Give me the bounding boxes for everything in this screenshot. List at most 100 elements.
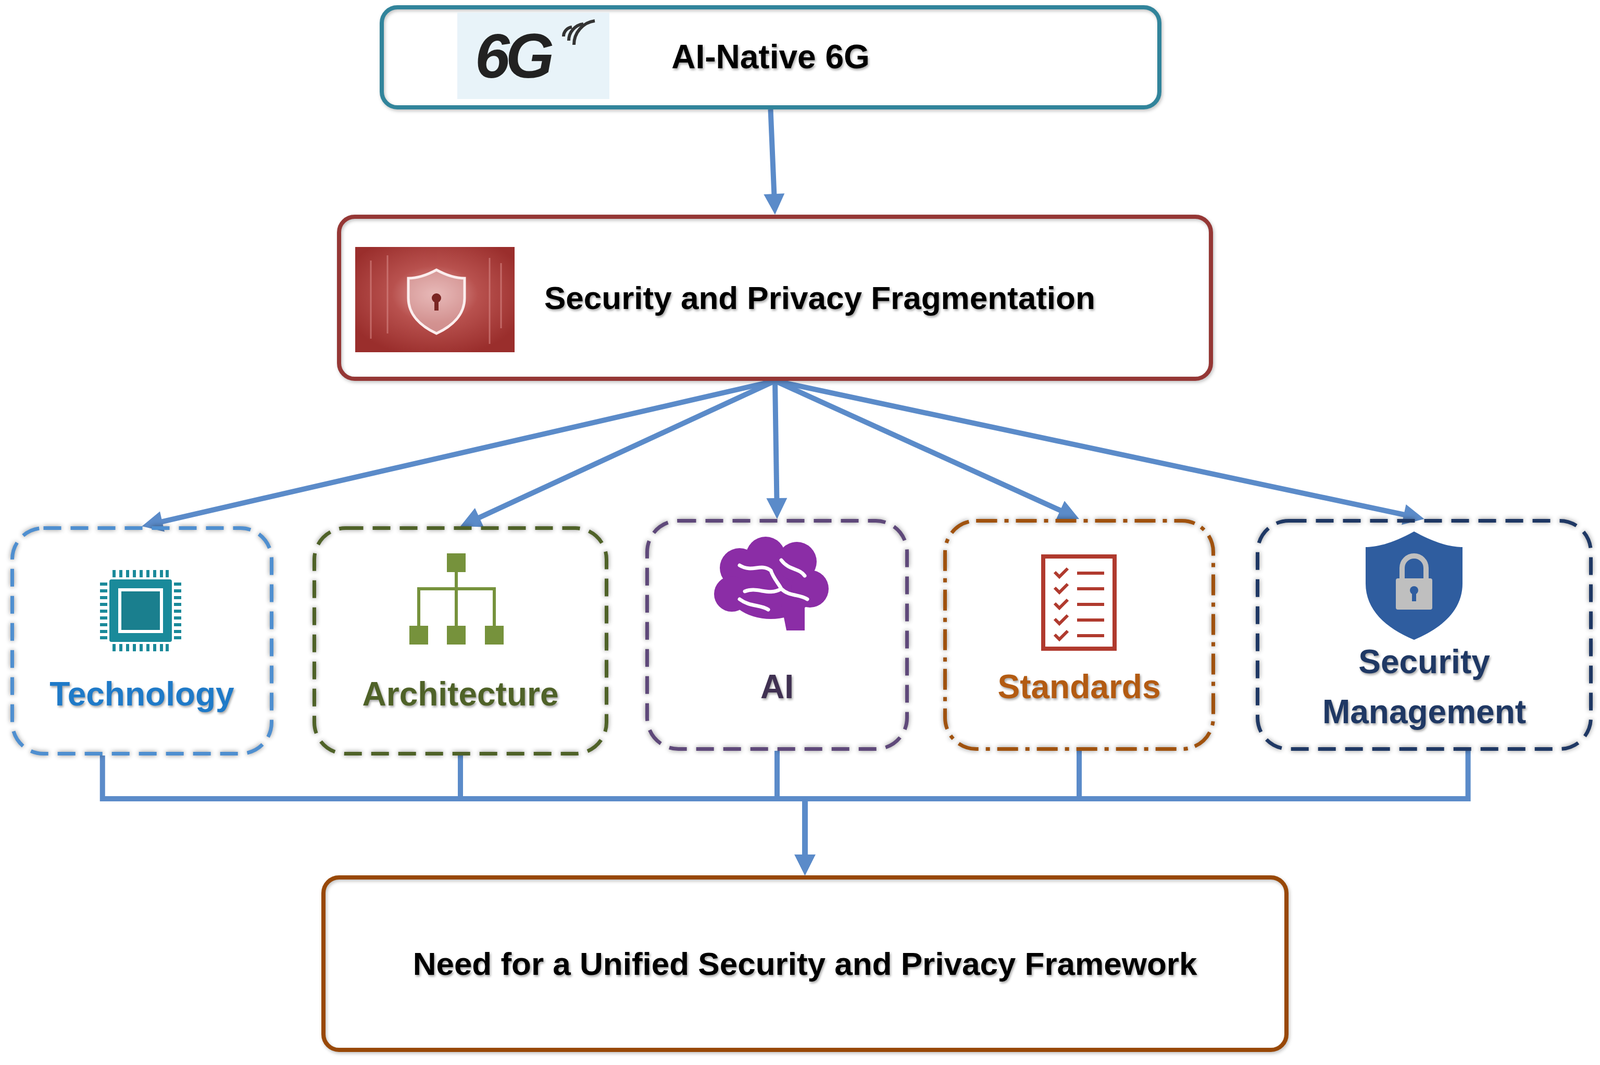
connector-arrow [775, 380, 1080, 520]
brain-shape [791, 569, 829, 608]
box-border [381, 7, 1160, 108]
chip-pin [119, 569, 123, 578]
box-border [945, 520, 1214, 749]
chip-pin [132, 569, 136, 578]
connector-line [775, 380, 778, 504]
connector-line [805, 750, 1469, 860]
chip-pin [112, 643, 116, 652]
chip-pin [146, 569, 150, 578]
chip-pins [100, 569, 182, 652]
arrow-head [794, 854, 816, 875]
box-border [323, 877, 1287, 1050]
security-image [355, 246, 515, 353]
chip-pin [100, 622, 108, 627]
arrow-head [1055, 500, 1080, 520]
node-label: Standards [997, 667, 1161, 707]
chip-pin [173, 589, 182, 593]
chip-pin [100, 629, 108, 633]
connector-line [770, 109, 775, 199]
signal-arc [563, 27, 572, 37]
chip-pin [100, 635, 108, 640]
hierarchy-box [484, 625, 504, 645]
process-box: Need for a Unified Security and Privacy … [321, 875, 1289, 1052]
connector-arrow [766, 380, 787, 519]
process-box: AI-Native 6G [379, 5, 1162, 110]
category-box: Standards [943, 518, 1216, 751]
brain-stem [781, 604, 805, 631]
connector-line [460, 755, 806, 860]
node-label: Security Management [1294, 636, 1555, 737]
connector-line [777, 750, 806, 860]
connector-line [775, 380, 1066, 513]
shield-lock-icon [1365, 531, 1463, 640]
chip-pin [139, 643, 143, 652]
arrow-head [794, 854, 816, 875]
arrow-head [763, 193, 785, 215]
box-border [12, 528, 272, 754]
lock-shackle [1402, 555, 1427, 580]
checklist-icon [1043, 556, 1115, 649]
chip-pin [126, 569, 130, 578]
brain-shape [714, 576, 750, 612]
box-outline [943, 518, 1216, 751]
chip-icon [100, 569, 182, 652]
brain-shape [719, 547, 760, 588]
hierarchy-box [409, 625, 429, 645]
node-label: Technology [49, 675, 234, 714]
category-box: Security Management [1255, 518, 1593, 751]
box-border [314, 528, 607, 754]
chip-pin [159, 569, 164, 578]
connector-arrow [794, 750, 1469, 875]
hierarchy-box [446, 625, 466, 645]
chip-pin [173, 582, 182, 586]
connector-arrow [460, 380, 775, 527]
chip-pin [139, 569, 143, 578]
process-box: Security and Privacy Fragmentation [336, 214, 1214, 381]
chip-pin [173, 595, 182, 599]
chip-pin [173, 622, 182, 627]
chip-pin [100, 595, 108, 599]
chip-pin [100, 609, 108, 613]
connector-arrow [763, 109, 785, 215]
chip-pin [173, 616, 182, 620]
chip-pin [165, 643, 169, 652]
brain-shape [777, 541, 817, 582]
category-box: Technology [10, 526, 274, 756]
connector-arrow [460, 755, 816, 875]
node-label: Architecture [362, 675, 559, 714]
chip-pin [153, 569, 157, 578]
box-border [339, 216, 1211, 379]
category-box: Architecture [312, 526, 609, 756]
node-label: Security and Privacy Fragmentation [544, 279, 1096, 317]
connector-arrow [775, 380, 1425, 525]
chip-pin [100, 589, 108, 593]
chip-pin [173, 629, 182, 633]
connector-line [474, 380, 775, 520]
check-mark [1054, 568, 1068, 640]
chip-pin [119, 643, 123, 652]
brain-shape [745, 536, 786, 577]
arrow-head [794, 854, 816, 875]
connector-line [775, 380, 1409, 516]
signal-arc [573, 20, 595, 45]
brain-fold [739, 559, 808, 610]
chip-pin [173, 635, 182, 640]
chip-pin [173, 602, 182, 606]
image-streak [370, 255, 502, 344]
box-outline [312, 526, 609, 756]
node-label: AI-Native 6G [671, 38, 870, 77]
lock-body [1395, 578, 1433, 610]
box-border [1257, 520, 1592, 749]
keyhole [431, 293, 442, 303]
node-label: AI [760, 667, 794, 707]
chip-pin [112, 569, 116, 578]
box-outline [645, 518, 909, 751]
chip-pin [100, 602, 108, 606]
category-box: AI [645, 518, 909, 751]
chip-pin [132, 643, 136, 652]
hierarchy-icon [409, 553, 504, 645]
